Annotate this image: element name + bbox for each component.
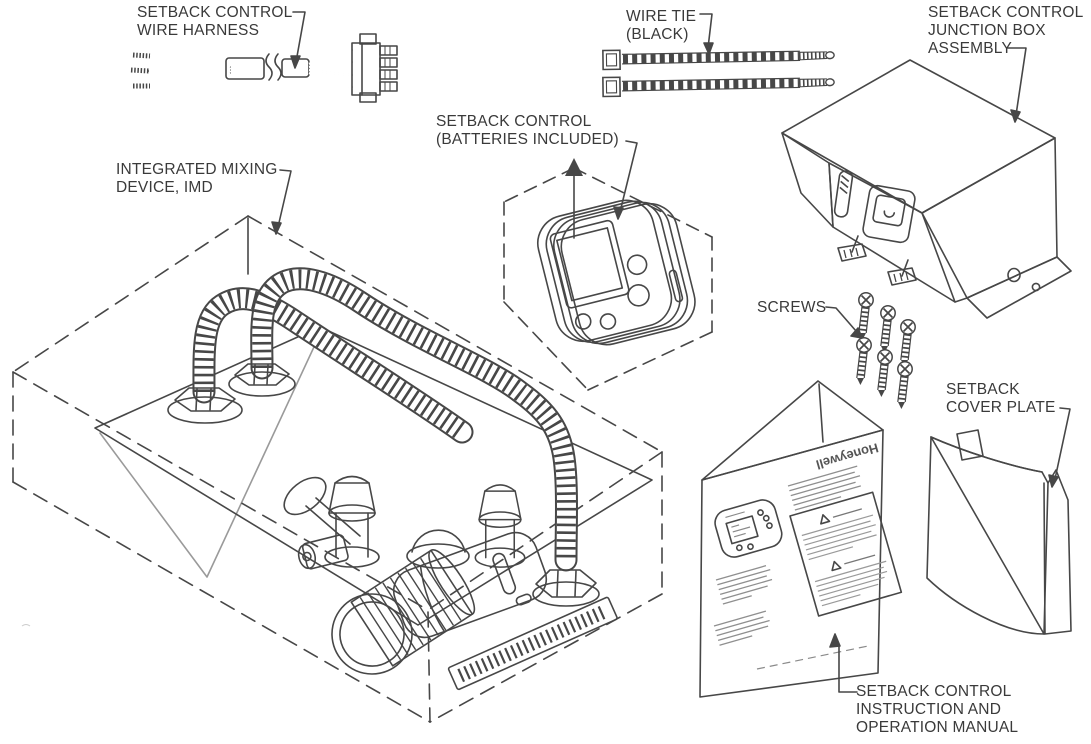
label-junction-box: SETBACK CONTROL JUNCTION BOX ASSEMBLY (928, 4, 1084, 57)
hex-nut-outlet (532, 569, 600, 607)
scan-artifact (21, 624, 31, 627)
valve-main-body (392, 531, 548, 639)
valve-side-small (283, 476, 361, 570)
screw (898, 362, 912, 409)
leader-manual (838, 645, 858, 693)
imd-assembly (94, 267, 653, 691)
manual-paragraph (715, 565, 773, 605)
manual-fine-print (756, 645, 869, 670)
screw (901, 320, 915, 367)
hose-left (192, 287, 474, 444)
mounting-flange (966, 256, 1072, 319)
harness-break (265, 53, 282, 81)
cover-plate-art (926, 429, 1072, 635)
hex-fitting-1 (167, 387, 243, 424)
vent-grille (447, 596, 618, 691)
thermostat-screen (549, 219, 630, 309)
connector-recess (862, 184, 916, 244)
manual-paragraph (787, 465, 861, 511)
junction-box-art (781, 59, 1072, 319)
up-arrow (565, 158, 583, 239)
leader-wire-tie (699, 13, 713, 49)
label-setback-control: SETBACK CONTROL (BATTERIES INCLUDED) (436, 113, 619, 148)
manual-warning-box (789, 491, 903, 617)
thermostat-button (627, 284, 650, 307)
manual-paragraph (713, 610, 770, 646)
wire-ties-art (603, 47, 834, 96)
screw (881, 306, 895, 353)
manual-art: Honeywell (699, 380, 903, 698)
leader-wire-harness (292, 11, 306, 63)
thermostat-button (574, 313, 592, 330)
valve-cap-right (474, 484, 526, 568)
wire-tie-1 (603, 47, 834, 69)
ribbed-knob (331, 549, 476, 675)
leader-screws (825, 306, 857, 332)
screw (859, 293, 873, 340)
manual-front-page (699, 429, 884, 698)
thermostat-button (599, 313, 617, 330)
harness-fanout (308, 48, 353, 89)
harness-sleeve (225, 57, 265, 80)
harness-wires (148, 54, 231, 88)
leader-setback-control (619, 140, 638, 213)
manual-brand: Honeywell (814, 440, 880, 472)
thermostat-art (537, 199, 696, 346)
manual-back-page (701, 380, 884, 481)
wire-tie-2 (603, 74, 834, 96)
screws-art (857, 293, 915, 409)
harness-connector (351, 33, 398, 103)
screw (857, 338, 871, 385)
mounting-clip-1 (837, 235, 867, 262)
label-wire-harness: SETBACK CONTROL WIRE HARNESS (137, 4, 293, 39)
label-cover-plate: SETBACK COVER PLATE (946, 381, 1056, 416)
label-imd: INTEGRATED MIXING DEVICE, IMD (116, 161, 278, 196)
leader-lines (271, 11, 1071, 693)
wire-slot (833, 170, 854, 218)
label-screws: SCREWS (757, 299, 827, 316)
manual-thermostat-figure (714, 499, 783, 558)
mounting-clip-2 (887, 259, 917, 286)
hex-fitting-2 (228, 363, 296, 397)
valve-dome (406, 529, 470, 569)
hose-right (250, 267, 578, 572)
thermostat-button (626, 254, 648, 276)
leader-junction-box (1007, 47, 1027, 116)
imd-dashed-box (12, 215, 663, 723)
leader-imd (277, 169, 292, 228)
leader-cover-plate (1054, 407, 1071, 480)
label-wire-tie: WIRE TIE (BLACK) (626, 8, 697, 43)
wire-harness-art (130, 33, 398, 103)
screw (878, 350, 892, 397)
valve-cap-left (324, 475, 380, 568)
thermostat-dashed-box (503, 167, 713, 391)
label-manual: SETBACK CONTROL INSTRUCTION AND OPERATIO… (856, 683, 1019, 736)
